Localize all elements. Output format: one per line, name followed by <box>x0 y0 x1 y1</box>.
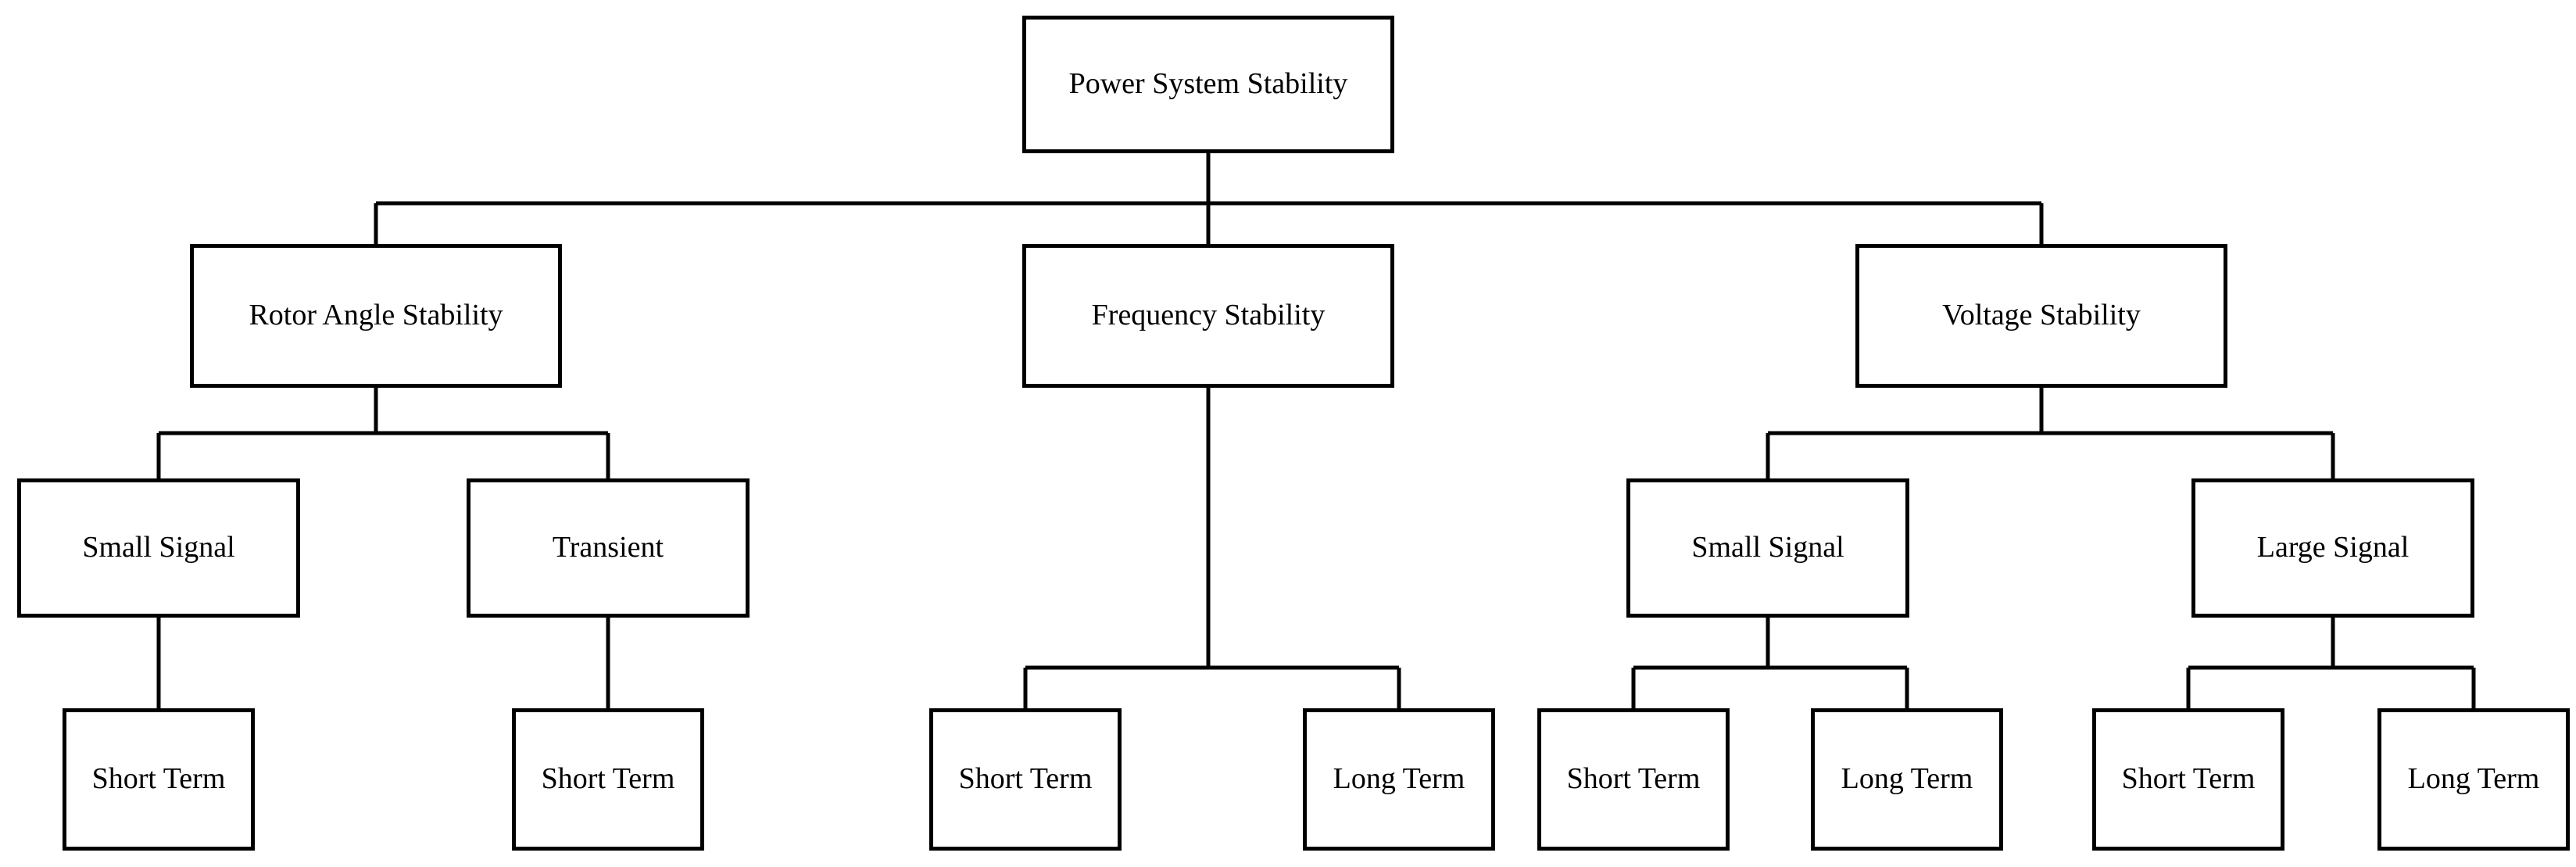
node-label: Voltage Stability <box>1942 299 2141 332</box>
node-label: Power System Stability <box>1068 67 1348 101</box>
node-label: Long Term <box>1333 762 1465 796</box>
node-label: Long Term <box>1841 762 1973 796</box>
node-voltage-small-signal-short-term: Short Term <box>1537 708 1730 851</box>
node-label: Short Term <box>91 762 226 796</box>
node-label: Large Signal <box>2256 531 2410 564</box>
node-voltage-large-signal: Large Signal <box>2191 478 2474 618</box>
node-frequency-long-term: Long Term <box>1303 708 1495 851</box>
node-voltage-small-signal: Small Signal <box>1626 478 1909 618</box>
node-rotor-transient-short-term: Short Term <box>512 708 704 851</box>
node-label: Small Signal <box>82 531 235 564</box>
node-rotor-small-signal-short-term: Short Term <box>63 708 255 851</box>
node-rotor-small-signal: Small Signal <box>17 478 300 618</box>
node-frequency-short-term: Short Term <box>929 708 1122 851</box>
node-voltage-large-signal-long-term: Long Term <box>2377 708 2570 851</box>
node-label: Frequency Stability <box>1091 299 1326 332</box>
node-power-system-stability: Power System Stability <box>1022 16 1394 153</box>
node-label: Long Term <box>2407 762 2540 796</box>
node-voltage-small-signal-long-term: Long Term <box>1811 708 2003 851</box>
node-voltage-large-signal-short-term: Short Term <box>2092 708 2284 851</box>
node-label: Short Term <box>541 762 675 796</box>
node-rotor-transient: Transient <box>467 478 750 618</box>
node-label: Transient <box>552 531 664 564</box>
node-label: Short Term <box>2121 762 2256 796</box>
node-frequency-stability: Frequency Stability <box>1022 244 1394 388</box>
node-rotor-angle-stability: Rotor Angle Stability <box>190 244 562 388</box>
node-label: Short Term <box>958 762 1093 796</box>
node-label: Rotor Angle Stability <box>249 299 503 332</box>
node-label: Short Term <box>1566 762 1701 796</box>
node-label: Small Signal <box>1691 531 1844 564</box>
node-voltage-stability: Voltage Stability <box>1855 244 2227 388</box>
